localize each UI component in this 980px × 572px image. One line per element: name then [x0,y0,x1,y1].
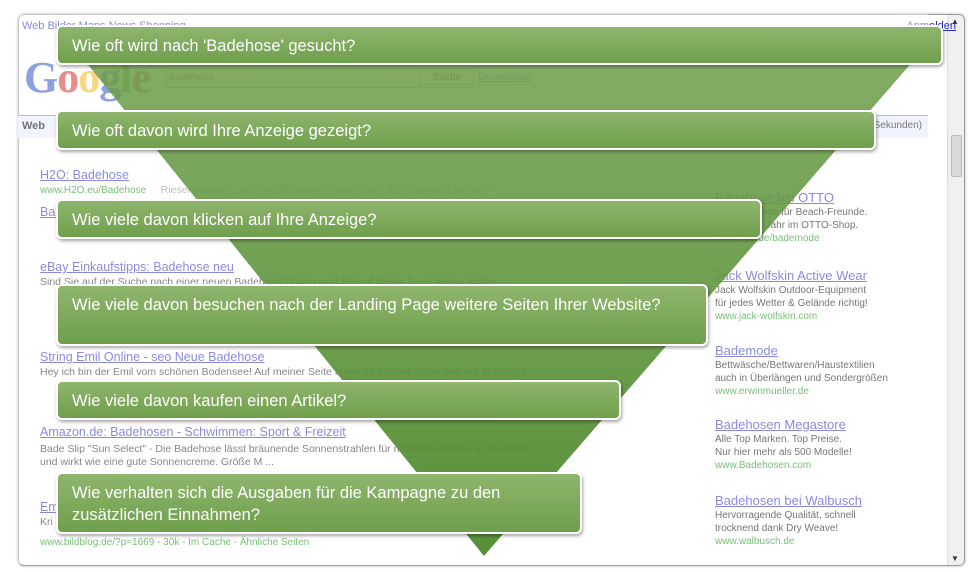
scroll-up-icon[interactable]: ▲ [951,17,959,26]
scrollbar[interactable]: ▲ ▼ [947,15,964,565]
result-snippet-6: Kri [40,516,53,528]
funnel-step-label: Wie oft wird nach 'Badehose' gesucht? [72,37,356,55]
funnel-step-label: Wie viele davon kaufen einen Artikel? [72,392,347,410]
funnel-step-label: Wie viele davon besuchen nach der Landin… [72,296,661,314]
funnel-step-5: Wie viele davon kaufen einen Artikel? [56,380,621,420]
funnel-step-2: Wie oft davon wird Ihre Anzeige gezeigt? [56,110,876,150]
funnel-step-label: Wie oft davon wird Ihre Anzeige gezeigt? [72,122,372,140]
funnel-step-1: Wie oft wird nach 'Badehose' gesucht? [56,25,943,65]
funnel-step-label: Wie viele davon klicken auf Ihre Anzeige… [72,211,377,229]
scroll-thumb[interactable] [951,135,962,177]
result-title-6[interactable]: Em [40,500,59,514]
funnel-step-6: Wie verhalten sich die Ausgaben für die … [56,472,582,534]
funnel-step-label: Wie verhalten sich die Ausgaben für die … [72,484,501,524]
results-web-label: Web [22,120,46,132]
funnel-step-4: Wie viele davon besuchen nach der Landin… [56,284,708,346]
logo-letter: G [24,53,58,102]
scroll-down-icon[interactable]: ▼ [951,554,959,563]
funnel-step-3: Wie viele davon klicken auf Ihre Anzeige… [56,199,762,239]
